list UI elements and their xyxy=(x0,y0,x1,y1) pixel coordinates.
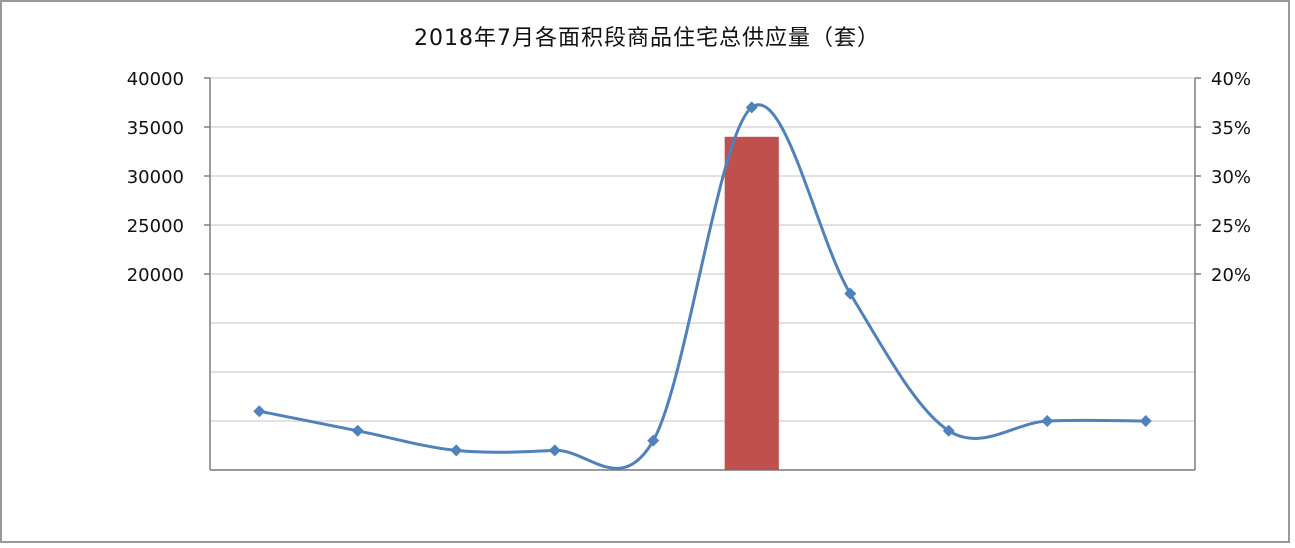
y-tick-label: 30000 xyxy=(127,167,184,188)
line-point xyxy=(647,434,660,447)
y2-tick-label: 20% xyxy=(1211,265,1251,286)
y2-tick-label: 30% xyxy=(1211,167,1251,188)
line-point xyxy=(1139,415,1152,427)
y-tick-label: 35000 xyxy=(127,118,184,139)
y2-tick-label: 25% xyxy=(1211,216,1251,237)
line-point xyxy=(942,424,955,437)
y2-tick-label: 35% xyxy=(1211,118,1251,139)
line-point xyxy=(253,405,266,418)
y2-tick-label: 40% xyxy=(1211,69,1251,90)
line-point xyxy=(1041,415,1054,427)
line-point xyxy=(450,444,463,457)
line-point xyxy=(351,424,364,437)
line-point xyxy=(745,101,758,114)
line-point xyxy=(548,444,561,457)
y-tick-label: 40000 xyxy=(127,69,184,90)
line-point xyxy=(844,287,857,300)
y-tick-label: 25000 xyxy=(127,216,184,237)
y-tick-label: 20000 xyxy=(127,265,184,286)
chart-title: 2018年7月各面积段商品住宅总供应量（套） xyxy=(414,26,880,51)
bar xyxy=(724,136,779,471)
line-series xyxy=(258,103,1146,470)
